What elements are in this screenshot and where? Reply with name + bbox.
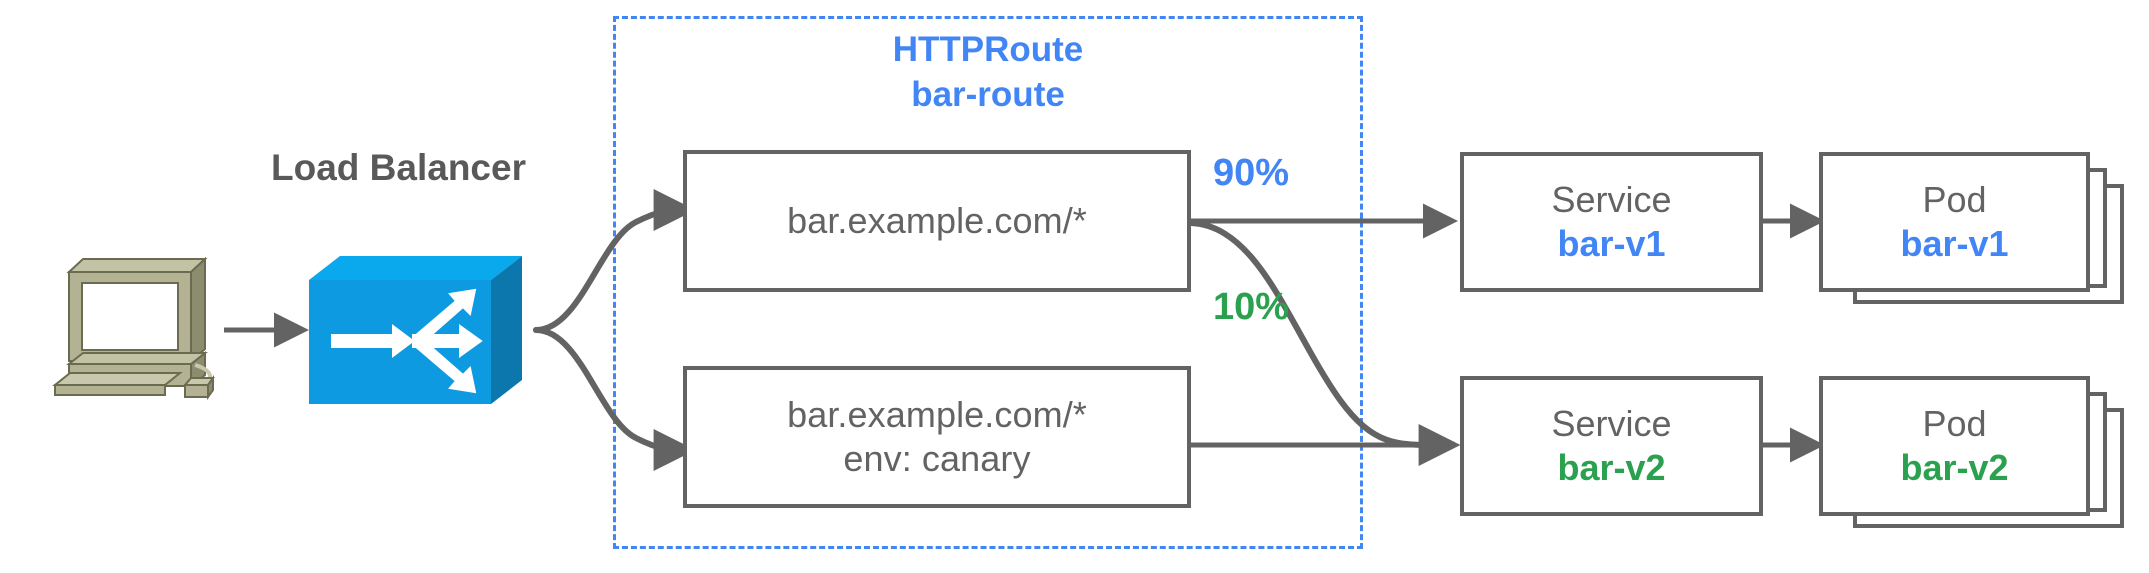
weight-label-10: 10% (1213, 286, 1290, 328)
load-balancer-cube-icon (305, 254, 535, 409)
service-box-bar-v2: Service bar-v2 (1460, 376, 1763, 516)
edge-rule-primary-to-service-v2 (1188, 220, 1461, 467)
pod-v2-replica-1: Pod bar-v2 (1819, 376, 2090, 516)
weight-label-90: 90% (1213, 152, 1290, 194)
edge-lb-to-rule-primary (533, 189, 696, 333)
rule-primary-line-1: bar.example.com/* (787, 200, 1087, 242)
rule-canary-line-2: env: canary (843, 438, 1031, 479)
service-box-bar-v1: Service bar-v1 (1460, 152, 1763, 292)
httproute-boundary (613, 16, 1363, 549)
pod-v2-name: bar-v2 (1900, 447, 2009, 488)
httproute-kind-label: HTTPRoute (892, 30, 1084, 69)
pod-v1-name: bar-v1 (1900, 223, 2009, 264)
rule-box-canary: bar.example.com/* env: canary (683, 366, 1191, 508)
desktop-computer-icon (45, 245, 220, 405)
rule-canary-line-1: bar.example.com/* (787, 394, 1087, 436)
pod-v2-kind: Pod (1922, 403, 1987, 445)
rule-box-primary: bar.example.com/* (683, 150, 1191, 292)
service-v2-kind: Service (1551, 403, 1672, 445)
service-v2-name: bar-v2 (1557, 447, 1666, 488)
pod-v1-replica-1: Pod bar-v1 (1819, 152, 2090, 292)
httproute-label: HTTPRoute bar-route (843, 28, 1133, 118)
pod-v1-kind: Pod (1922, 179, 1987, 221)
edge-lb-to-rule-canary (533, 327, 696, 471)
httproute-name-label: bar-route (911, 74, 1065, 114)
load-balancer-label: Load Balancer (271, 147, 526, 188)
service-v1-name: bar-v1 (1557, 223, 1666, 264)
service-v1-kind: Service (1551, 179, 1672, 221)
